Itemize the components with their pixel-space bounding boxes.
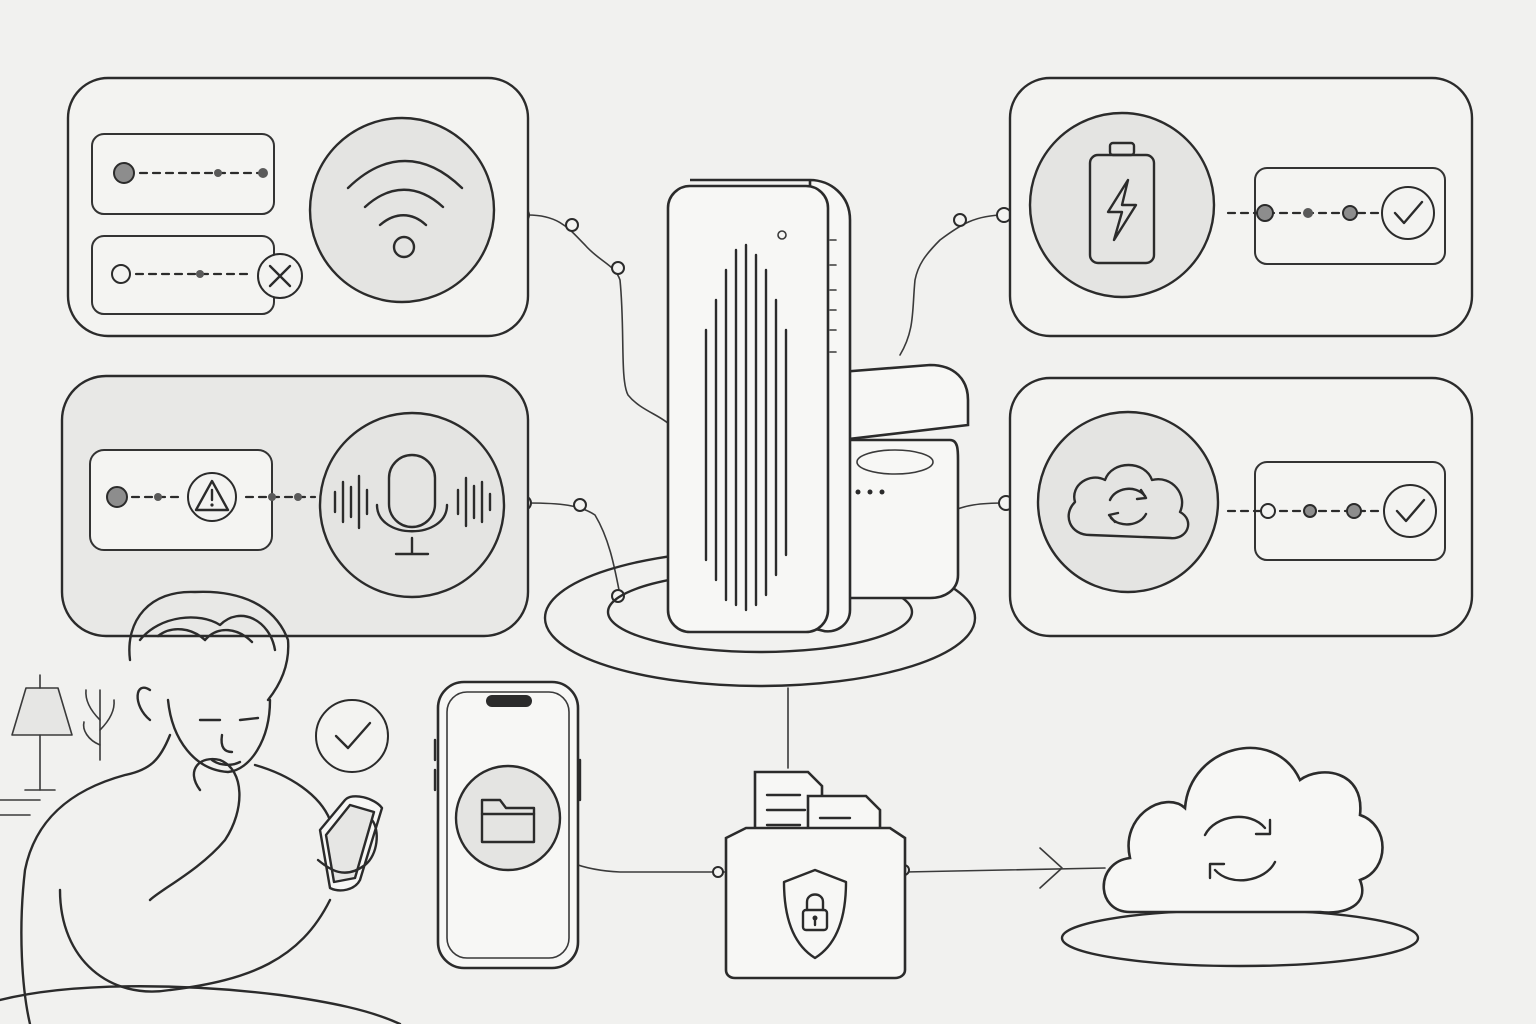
cloud-sync-panel <box>1008 376 1474 638</box>
check-icon <box>1381 186 1435 240</box>
plant <box>82 689 115 761</box>
wifi-icon <box>308 116 496 304</box>
shield-lock-icon <box>782 868 848 960</box>
charging-case <box>838 363 970 600</box>
close-icon <box>257 253 303 299</box>
wifi-status-failed <box>91 235 303 315</box>
wifi-status-connected <box>91 133 275 215</box>
battery-charging-icon <box>1028 111 1216 299</box>
cloud-storage <box>1060 746 1420 968</box>
battery-status-check <box>1226 167 1446 265</box>
lamp <box>11 674 73 791</box>
microphone-icon <box>318 411 506 599</box>
microphone-panel <box>60 374 530 638</box>
secure-storage <box>724 770 907 980</box>
battery-panel <box>1008 76 1474 338</box>
smartphone <box>433 680 582 970</box>
person <box>0 590 402 1024</box>
folder-icon <box>454 764 562 872</box>
cloud-sync-icon <box>1036 410 1220 594</box>
mic-status-warning <box>89 449 317 551</box>
wifi-panel <box>66 76 530 338</box>
cloud-sync-status-check <box>1226 461 1446 561</box>
check-icon <box>1383 484 1437 538</box>
voice-recorder-device <box>543 178 977 688</box>
check-icon <box>315 699 389 773</box>
warning-icon <box>187 472 237 522</box>
cloud-refresh-icon <box>1102 746 1384 914</box>
user-with-phone <box>0 590 402 1024</box>
